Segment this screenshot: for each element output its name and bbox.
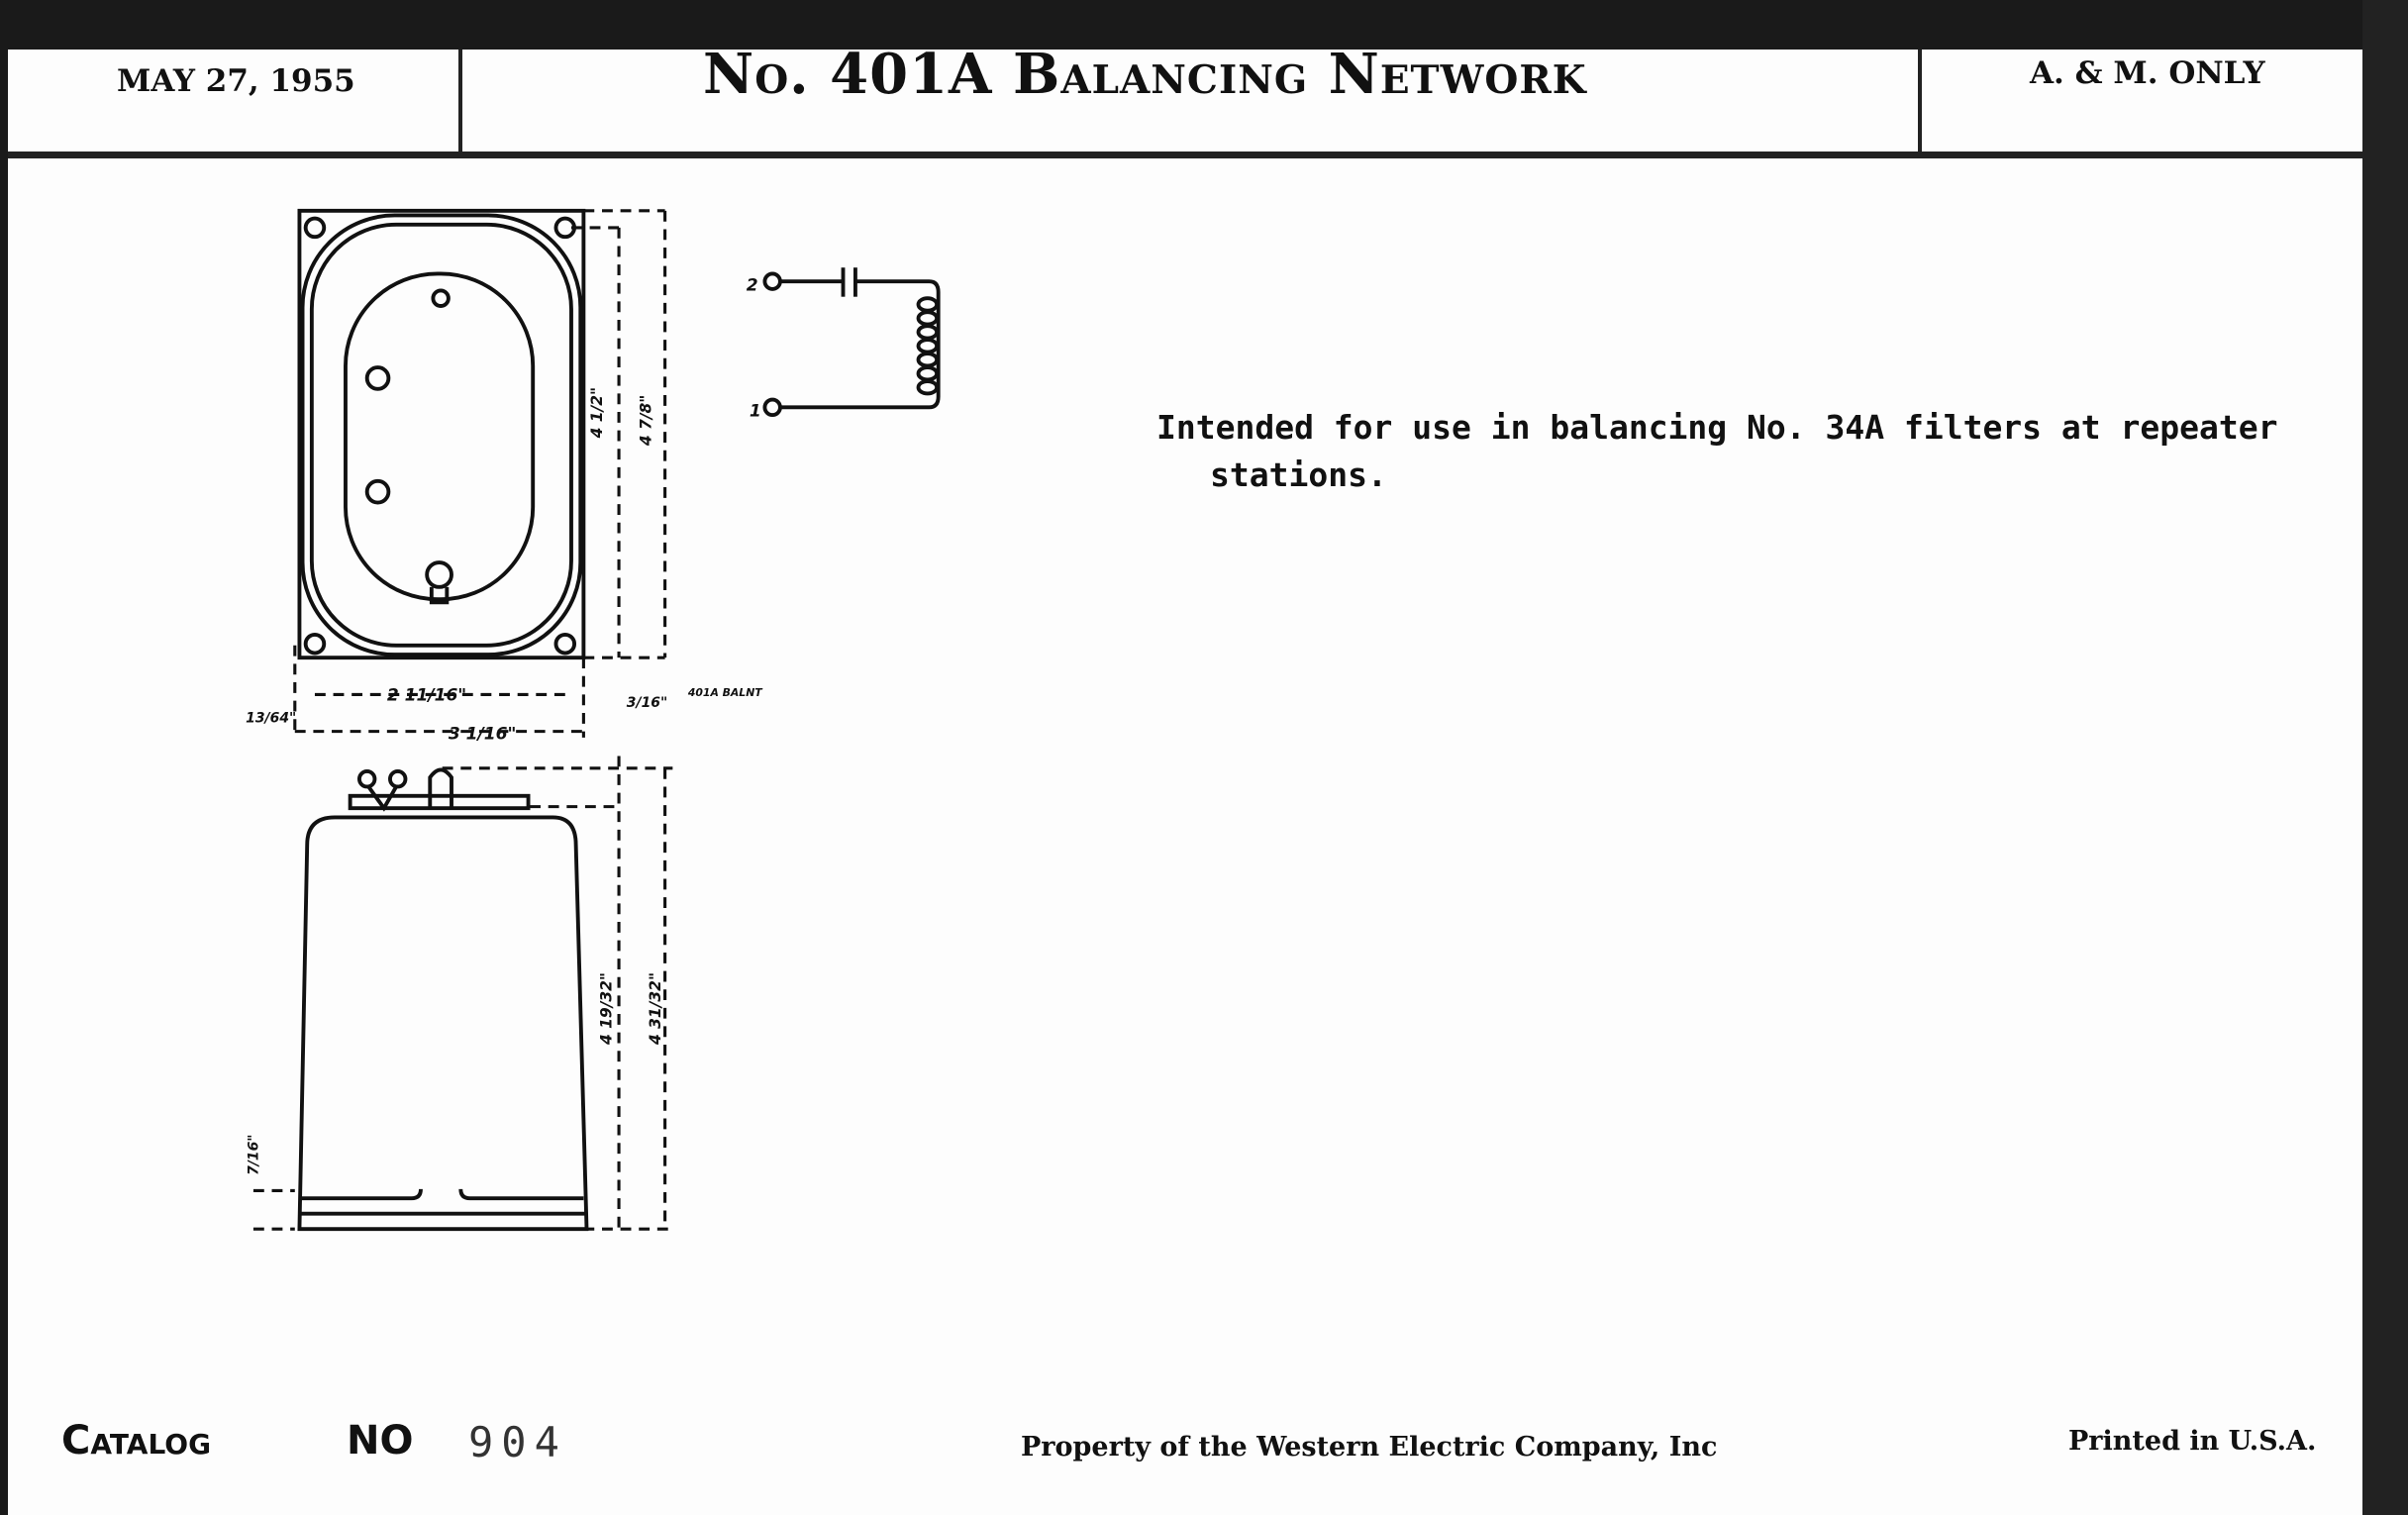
page-title: No. 401A Balancing Network: [703, 42, 1587, 107]
dim-edge-left: 13/64": [246, 710, 296, 726]
part-marking: 401A BALNT: [687, 686, 763, 699]
catalog-number: 904: [468, 1418, 567, 1466]
sheet-date: MAY 27, 1955: [117, 63, 355, 99]
catalog-label: Catalog: [61, 1418, 212, 1464]
top-view: [297, 208, 586, 660]
circuit-schematic: [762, 267, 941, 418]
printed-notice: Printed in U.S.A.: [2068, 1426, 2317, 1457]
catalog-no-label: NO: [347, 1418, 414, 1464]
dim-inner-height: 4 1/2": [588, 387, 606, 440]
dim-overall-height: 4 31/32": [647, 972, 664, 1046]
dim-width: 3 1/16": [449, 724, 517, 744]
dim-base: 7/16": [247, 1134, 262, 1174]
inductor-icon: [916, 296, 940, 396]
side-view: [297, 767, 589, 1232]
description-line-2: stations.: [1210, 455, 1387, 494]
scan-border: [2362, 0, 2408, 1515]
restriction-label: A. & M. ONLY: [2030, 55, 2265, 91]
header-rule: [8, 152, 2362, 158]
header-divider: [1918, 50, 1922, 154]
property-notice: Property of the Western Electric Company…: [1021, 1432, 1718, 1463]
dimension-lines: [252, 209, 673, 1231]
dim-body-height: 4 19/32": [597, 972, 615, 1046]
catalog-sheet: [8, 50, 2362, 1515]
dim-hole-spacing: 2 11/16": [387, 686, 466, 706]
terminal-2-label: 2: [747, 275, 758, 295]
terminal-1-label: 1: [750, 402, 761, 422]
dim-outer-height: 4 7/8": [638, 395, 655, 448]
dim-edge-right: 3/16": [627, 695, 667, 711]
description-line-1: Intended for use in balancing No. 34A fi…: [1156, 408, 2278, 447]
header-divider: [458, 50, 462, 154]
